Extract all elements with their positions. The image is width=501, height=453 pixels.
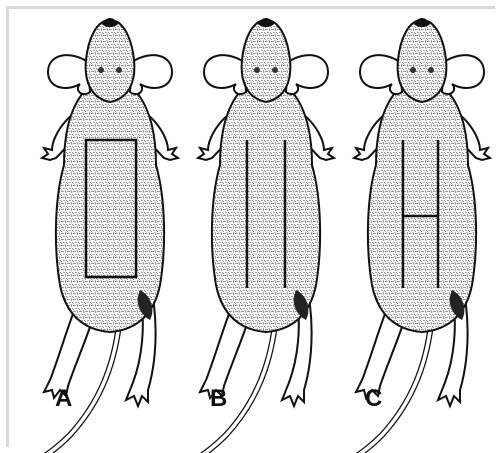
panel-c: C bbox=[340, 18, 490, 453]
rat-dorsal-view-icon bbox=[184, 18, 334, 453]
rat-dorsal-view-icon bbox=[28, 18, 178, 453]
panel-label-c: C bbox=[365, 385, 382, 412]
panel-a: A bbox=[28, 18, 178, 453]
panel-b: B bbox=[184, 18, 334, 453]
panel-label-b: B bbox=[210, 385, 227, 412]
rat-dorsal-view-icon bbox=[340, 18, 490, 453]
panel-label-a: A bbox=[55, 385, 72, 412]
